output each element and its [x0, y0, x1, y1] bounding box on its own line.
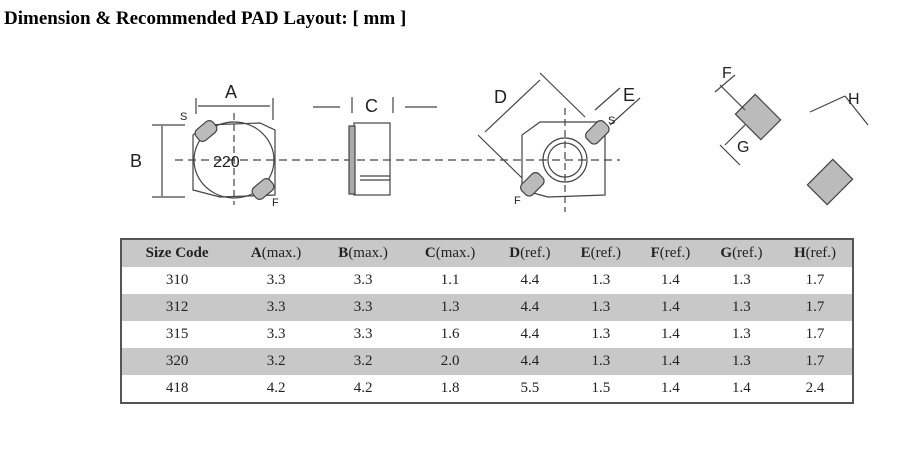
- table-cell: 2.0: [406, 348, 494, 375]
- column-header-key: G: [720, 245, 733, 261]
- table-cell: 4.4: [520, 326, 540, 342]
- table-cell: 1.3: [732, 326, 751, 342]
- column-header-key: D: [509, 245, 521, 261]
- column-header: D(ref.): [493, 239, 566, 267]
- label-f-bottom: F: [514, 195, 521, 207]
- column-header-key: C: [424, 245, 436, 261]
- table-row: 315 3.3 3.3 1.6 4.4 1.3 1.4 1.3 1.7: [121, 321, 853, 348]
- column-header-unit: (ref.): [590, 245, 622, 261]
- table-cell: 1.3: [565, 348, 636, 375]
- side-view: C: [313, 96, 437, 196]
- column-header-key: E: [580, 245, 591, 261]
- table-cell: 3.3: [266, 326, 286, 342]
- table-cell: 1.7: [805, 326, 825, 342]
- column-header: B(max.): [319, 239, 407, 267]
- table-cell: 312: [121, 294, 233, 321]
- column-header-unit: (ref.): [732, 245, 763, 261]
- dimension-diagram: A B 220 S F C D E S F F G H: [130, 65, 869, 212]
- table-cell: 418: [165, 380, 189, 396]
- table-cell: 1.1: [440, 272, 460, 288]
- table-cell: 3.2: [319, 348, 407, 375]
- table-cell: 1.4: [732, 380, 751, 396]
- table-cell: 1.4: [636, 294, 705, 321]
- column-header: G(ref.): [704, 239, 779, 267]
- table-cell: 2.4: [805, 380, 825, 396]
- column-header: Size Code: [121, 239, 233, 267]
- label-c: C: [365, 96, 378, 116]
- table-cell: 1.5: [591, 380, 611, 396]
- table-cell: 1.7: [778, 294, 853, 321]
- column-header-unit: (ref.): [805, 245, 837, 261]
- table-cell: 3.3: [319, 294, 407, 321]
- table-cell: 1.6: [440, 326, 460, 342]
- table-cell: 4.4: [493, 348, 566, 375]
- table-cell: 1.3: [732, 272, 751, 288]
- column-header-unit: (ref.): [659, 245, 691, 261]
- label-s: S: [180, 111, 187, 123]
- table-cell: 1.4: [661, 326, 680, 342]
- table-cell: 1.8: [440, 380, 460, 396]
- label-b: B: [130, 151, 142, 171]
- column-header-unit: (max.): [348, 245, 388, 261]
- marking-text: 220: [213, 154, 240, 171]
- column-header-key: B: [338, 245, 349, 261]
- column-header-unit: (max.): [261, 245, 302, 261]
- table-cell: 4.2: [266, 380, 286, 396]
- column-header-key: F: [650, 245, 660, 261]
- label-d: D: [494, 87, 507, 107]
- table-cell: 3.3: [232, 294, 320, 321]
- table-cell: 1.4: [661, 272, 680, 288]
- column-header-unit: (max.): [435, 245, 476, 261]
- table-cell: 1.7: [778, 348, 853, 375]
- table-cell: 315: [165, 326, 189, 342]
- column-header: A(max.): [232, 239, 320, 267]
- column-header: E(ref.): [565, 239, 636, 267]
- page-title: Dimension & Recommended PAD Layout: [ mm…: [4, 8, 407, 29]
- label-f-pad: F: [722, 65, 732, 82]
- table-cell: 4.2: [353, 380, 373, 396]
- label-f: F: [272, 197, 279, 209]
- table-cell: 1.7: [805, 272, 825, 288]
- table-cell: 1.3: [565, 294, 636, 321]
- table-cell: 1.3: [406, 294, 494, 321]
- table-cell: 1.3: [704, 294, 779, 321]
- column-header-unit: (ref.): [520, 245, 551, 261]
- label-e: E: [623, 85, 635, 105]
- column-header-key: H: [793, 245, 806, 261]
- table-cell: 1.3: [591, 272, 611, 288]
- table-cell: 1.4: [636, 348, 705, 375]
- table-cell: 1.4: [661, 380, 680, 396]
- label-s-bottom: S: [608, 115, 615, 127]
- column-header: H(ref.): [778, 239, 853, 267]
- bottom-view: D E S F: [477, 72, 641, 212]
- table-cell: 4.4: [520, 272, 540, 288]
- column-header: C(max.): [406, 239, 494, 267]
- table-cell: 310: [165, 272, 189, 288]
- column-header-key: Size Code: [145, 245, 209, 261]
- top-view: A B 220 S F: [130, 82, 279, 209]
- label-a: A: [225, 82, 237, 102]
- table-cell: 320: [121, 348, 233, 375]
- table-cell: 3.3: [353, 272, 373, 288]
- table-cell: 3.3: [353, 326, 373, 342]
- label-h: H: [848, 91, 860, 108]
- table-row: 418 4.2 4.2 1.8 5.5 1.5 1.4 1.4 2.4: [121, 375, 853, 403]
- pad-layout: F G H: [714, 65, 869, 206]
- column-header: F(ref.): [636, 239, 705, 267]
- column-header-key: A: [250, 245, 262, 261]
- table-row: 310 3.3 3.3 1.1 4.4 1.3 1.4 1.3 1.7: [121, 267, 853, 294]
- label-g: G: [737, 139, 749, 156]
- table-cell: 1.3: [704, 348, 779, 375]
- table-cell: 3.2: [232, 348, 320, 375]
- table-cell: 4.4: [493, 294, 566, 321]
- table-cell: 3.3: [266, 272, 286, 288]
- table-cell: 1.3: [591, 326, 611, 342]
- table-cell: 5.5: [520, 380, 540, 396]
